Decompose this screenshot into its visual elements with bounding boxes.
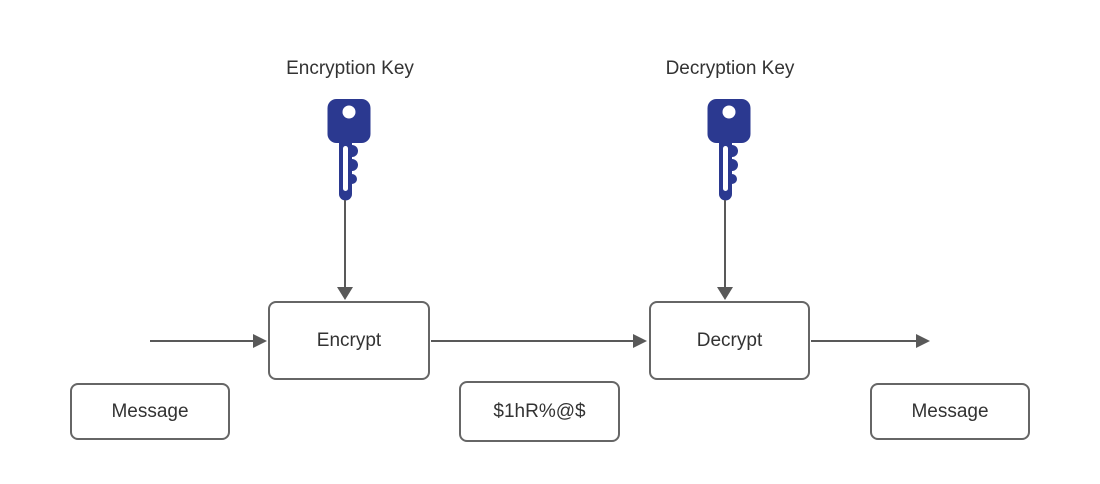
decryption-key-label: Decryption Key: [665, 58, 795, 79]
key-slot: [343, 146, 348, 191]
encryption-key-label: Encryption Key: [286, 58, 414, 79]
key-icon: [707, 99, 751, 201]
message-input-node[interactable]: Message: [70, 383, 230, 440]
message-output-node[interactable]: Message: [870, 383, 1030, 440]
key-slot: [723, 146, 728, 191]
key-icon: [327, 99, 371, 201]
decrypt-node[interactable]: Decrypt: [649, 301, 810, 380]
key-hole: [342, 105, 356, 119]
encrypt-node[interactable]: Encrypt: [268, 301, 430, 380]
key-hole: [722, 105, 736, 119]
ciphertext-node[interactable]: $1hR%@$: [459, 381, 620, 442]
